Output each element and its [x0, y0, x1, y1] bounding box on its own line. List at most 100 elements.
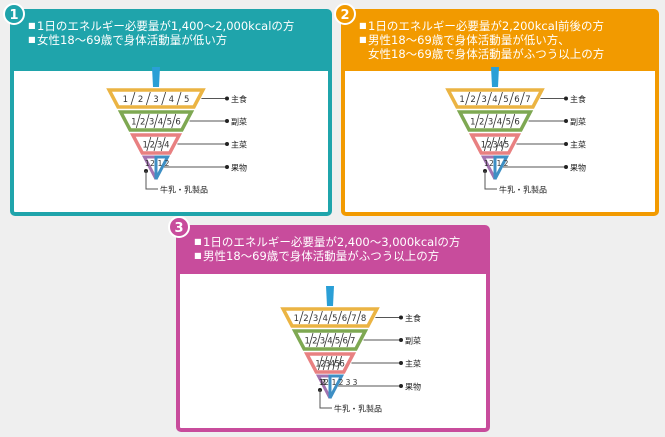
side-label: 副菜 [405, 336, 421, 346]
bullet-icon: ■ [28, 21, 36, 30]
staple-serving-label: 7 [351, 314, 356, 324]
main-divider [495, 136, 501, 152]
panel-2-number-badge: 2 [334, 3, 356, 25]
side-serving-label: 2 [479, 118, 484, 128]
main-divider [489, 136, 495, 152]
side-leader-dot-icon [564, 119, 568, 123]
side-serving-label: 5 [167, 118, 172, 128]
staple-label: 主食 [405, 313, 421, 323]
staple-serving-label: 3 [153, 95, 158, 105]
fruit-serving-label: 1 [145, 159, 150, 168]
panel-2-header: ■1日のエネルギー必要量が2,200kcal前後の方 ■男性18～69歳で身体活… [345, 13, 655, 71]
main-serving-label: 6 [339, 360, 344, 370]
side-divider [171, 113, 177, 129]
bullet-icon: ■ [28, 35, 36, 44]
drink-handle-icon [491, 67, 499, 87]
staple-divider [130, 91, 136, 106]
bullet-icon: ■ [359, 21, 367, 30]
staple-leader-dot-icon [225, 96, 229, 101]
side-serving-label: 6 [175, 118, 180, 128]
main-leader-dot-icon [225, 142, 229, 146]
staple-serving-label: 5 [332, 314, 337, 324]
dairy-label: 牛乳・乳製品 [334, 404, 382, 414]
fruit-leader-dot-icon [399, 384, 403, 388]
staple-serving-label: 4 [169, 95, 174, 105]
staple-serving-label: 1 [294, 314, 299, 324]
panel-2-line-1: ■1日のエネルギー必要量が2,200kcal前後の方 [359, 19, 604, 33]
staple-band [106, 88, 206, 109]
drink-handle-icon [152, 67, 160, 87]
side-serving-label: 3 [149, 118, 154, 128]
staple-divider [176, 91, 182, 106]
side-serving-label: 3 [320, 337, 325, 347]
main-serving-label: 5 [504, 141, 509, 151]
panel-1-line-1: ■1日のエネルギー必要量が1,400～2,000kcalの方 [28, 19, 295, 33]
side-divider [308, 332, 314, 348]
staple-divider [308, 310, 314, 325]
panel-3-line-2: ■男性18～69歳で身体活動量がふつう以上の方 [194, 249, 440, 263]
staple-divider [465, 91, 470, 106]
side-leader-dot-icon [399, 338, 403, 342]
main-label: 主菜 [405, 359, 421, 369]
side-serving-label: 7 [350, 337, 355, 347]
main-label: 主菜 [570, 140, 586, 150]
staple-divider [337, 310, 342, 325]
staple-divider [161, 91, 167, 106]
staple-serving-label: 5 [184, 95, 189, 105]
fruit-serving-label: 2 [321, 378, 326, 387]
staple-band [445, 88, 545, 109]
dairy-serving-label: 1 [497, 159, 502, 168]
fruit-serving-label: 2 [150, 159, 155, 168]
main-divider [317, 355, 323, 371]
panel-1: ■1日のエネルギー必要量が1,400～2,000kcalの方 ■女性18～69歳… [10, 9, 332, 216]
staple-leader-dot-icon [399, 315, 403, 320]
main-serving-label: 3 [325, 360, 330, 370]
side-serving-label: 3 [488, 118, 493, 128]
main-serving-label: 2 [487, 141, 492, 151]
side-serving-label: 4 [327, 337, 332, 347]
dairy-label: 牛乳・乳製品 [499, 185, 547, 195]
side-serving-label: 2 [140, 118, 145, 128]
staple-serving-label: 2 [470, 95, 475, 105]
side-serving-label: 2 [312, 337, 317, 347]
panel-3: ■1日のエネルギー必要量が2,400～3,000kcalの方 ■男性18～69歳… [176, 225, 490, 432]
dairy-leader-line [484, 171, 497, 190]
dairy-section [328, 374, 345, 399]
staple-serving-label: 2 [303, 314, 308, 324]
main-serving-label: 1 [481, 141, 486, 151]
staple-serving-label: 6 [342, 314, 347, 324]
side-label: 副菜 [570, 117, 586, 127]
panel-1-header: ■1日のエネルギー必要量が1,400～2,000kcalの方 ■女性18～69歳… [14, 13, 328, 71]
fruit-serving-label: 2 [489, 159, 494, 168]
side-divider [483, 113, 489, 129]
side-serving-label: 5 [335, 337, 340, 347]
side-divider [338, 332, 344, 348]
fruit-label: 果物 [231, 163, 247, 173]
side-divider [346, 332, 352, 348]
main-label: 主菜 [231, 140, 247, 150]
side-label: 副菜 [231, 117, 247, 127]
panel-3-number-badge: 3 [168, 216, 190, 238]
main-serving-label: 1 [142, 141, 147, 151]
dairy-section [154, 155, 171, 180]
panel-3-line-1: ■1日のエネルギー必要量が2,400～3,000kcalの方 [194, 235, 461, 249]
main-serving-label: 4 [498, 141, 503, 151]
dairy-serving-label: 3 [353, 378, 358, 387]
fruit-leader-dot-icon [225, 165, 229, 169]
staple-divider [356, 310, 362, 325]
staple-divider [498, 91, 503, 106]
side-serving-label: 1 [305, 337, 310, 347]
bullet-icon: ■ [359, 35, 367, 44]
staple-divider [476, 91, 481, 106]
fruit-serving-label: 1 [484, 159, 489, 168]
dairy-serving-label: 2 [339, 378, 344, 387]
panel-2-line-3: 女性18～69歳で身体活動量がふつう以上の方 [368, 47, 605, 61]
panel-3-header: ■1日のエネルギー必要量が2,400～3,000kcalの方 ■男性18～69歳… [180, 229, 486, 274]
main-serving-label: 4 [330, 360, 335, 370]
staple-serving-label: 8 [361, 314, 366, 324]
main-divider [337, 355, 343, 371]
staple-divider [346, 310, 352, 325]
drink-handle-icon [326, 286, 334, 306]
